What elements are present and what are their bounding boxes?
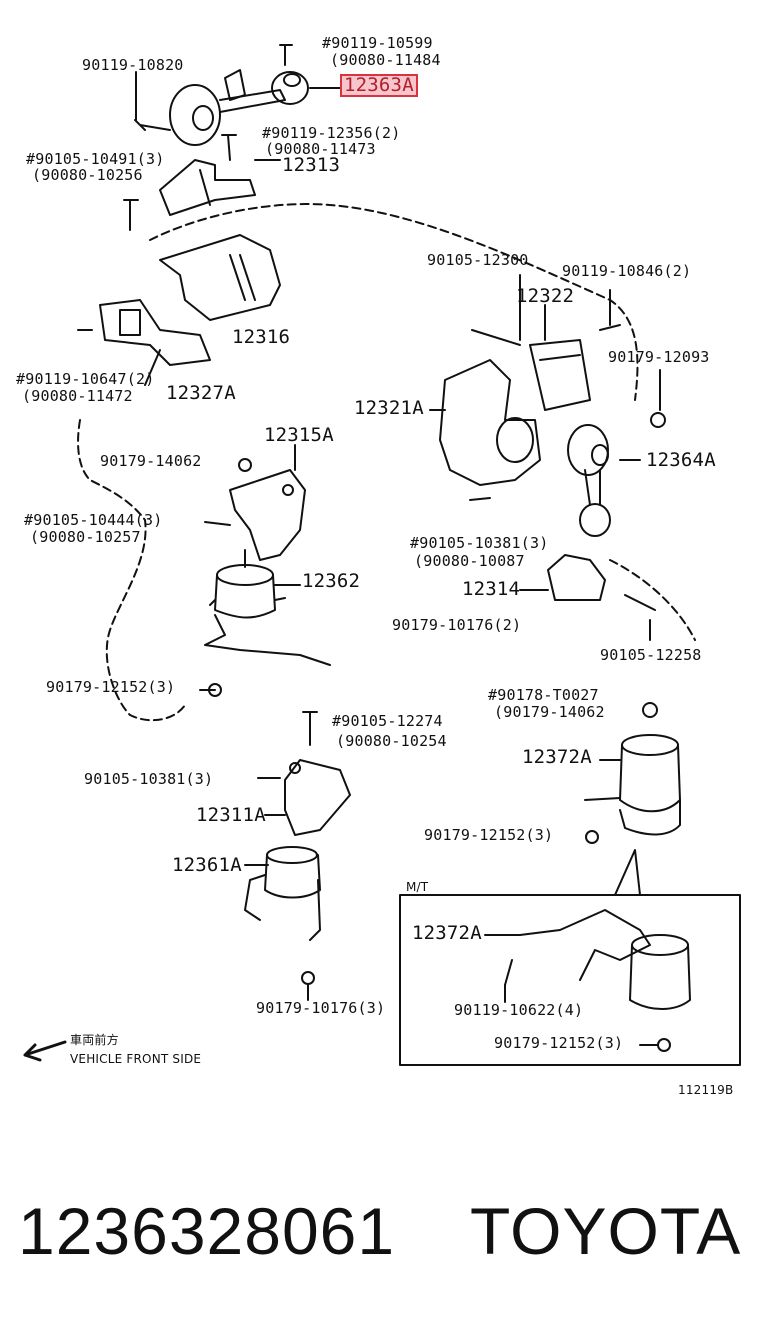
- callout-12314: 12314: [462, 578, 521, 600]
- callout-90179-12093: 90179-12093: [608, 348, 710, 366]
- callout-90080-10254: (90080-10254: [336, 732, 447, 750]
- callout-90119-10622: 90119-10622(4): [454, 1001, 584, 1019]
- part-12321A-bracket: [439, 359, 541, 486]
- callout-90080-10256: (90080-10256: [32, 166, 143, 184]
- vehicle-front-arrow: [23, 1040, 67, 1062]
- callout-90105-10381b: 90105-10381(3): [84, 770, 214, 788]
- inset-pointer: [614, 849, 641, 896]
- callout-12372A-at: 12372A: [522, 746, 592, 768]
- part-12362-mount: [204, 549, 331, 666]
- callout-90179-10176a: 90179-10176(2): [392, 616, 522, 634]
- callout-12311A: 12311A: [196, 804, 266, 826]
- bolt-90119-10820: [134, 119, 171, 131]
- vehicle-front-label-jp: 車両前方: [70, 1033, 119, 1047]
- mt-inset-box: [399, 894, 741, 1066]
- callout-90119-12356: #90119-12356(2): [262, 124, 401, 142]
- callout-90105-12258: 90105-12258: [600, 646, 702, 664]
- callout-12363A-highlighted: 12363A: [340, 74, 418, 97]
- callout-90080-11473a: (90080-11473: [265, 140, 376, 158]
- bolt-90105-12258: [624, 594, 656, 611]
- callout-90119-10647: #90119-10647(2): [16, 370, 155, 388]
- callout-90105-12274: #90105-12274: [332, 712, 443, 730]
- callout-12364A: 12364A: [646, 449, 716, 471]
- callout-90119-10846: 90119-10846(2): [562, 262, 692, 280]
- bolt-90105-10444: [204, 521, 231, 526]
- brand-footer: TOYOTA: [470, 1194, 742, 1268]
- callout-90105-10444: #90105-10444(3): [24, 511, 163, 529]
- callout-90080-10257: (90080-10257: [30, 528, 141, 546]
- callout-12313: 12313: [282, 154, 341, 176]
- bolt-90119-12356: [221, 134, 237, 161]
- callout-90179-12152b: 90179-12152(3): [424, 826, 554, 844]
- callout-90080-10087: (90080-10087: [414, 552, 525, 570]
- part-12372A-mount-at: [584, 734, 681, 836]
- bolt-90119-10599: [279, 44, 293, 66]
- callout-90179-14062a: 90179-14062: [100, 452, 202, 470]
- part-12311A-bracket: [284, 759, 351, 836]
- bolt-90105-12300: [471, 329, 521, 346]
- engine-mount-diagram: [23, 44, 741, 1066]
- engine-outline-lower: [77, 419, 186, 722]
- bolt-90105-12274: [302, 711, 318, 746]
- vehicle-front-label-en: VEHICLE FRONT SIDE: [70, 1052, 202, 1066]
- part-12315A-bracket: [229, 469, 306, 561]
- callout-90119-10820: 90119-10820: [82, 56, 184, 74]
- callout-90178-T0027: #90178-T0027: [488, 686, 599, 704]
- inset-label-mt: M/T: [406, 880, 429, 894]
- engine-outline-right: [609, 559, 696, 641]
- part-12372A-mount-mt: [519, 909, 691, 1010]
- part-number-footer: 1236328061: [18, 1194, 396, 1268]
- part-12322-bracket: [529, 339, 591, 411]
- part-12364A-rod: [567, 424, 611, 537]
- bolt-90105-10491: [123, 199, 139, 231]
- nut-90179-10176b: [301, 971, 315, 985]
- callout-90179-10176b: 90179-10176(3): [256, 999, 386, 1017]
- callout-90105-12300: 90105-12300: [427, 251, 529, 269]
- callout-90179-12152a: 90179-12152(3): [46, 678, 176, 696]
- engine-outline: [149, 203, 639, 401]
- callout-12362: 12362: [302, 570, 361, 592]
- callout-12321A: 12321A: [354, 397, 424, 419]
- bolt-90119-10622: [504, 959, 513, 986]
- callout-90179-12152c: 90179-12152(3): [494, 1034, 624, 1052]
- nut-90179-14062b: [642, 702, 658, 718]
- callout-90105-10381a: #90105-10381(3): [410, 534, 549, 552]
- part-12327A-bracket: [99, 299, 211, 366]
- part-12316-bracket: [159, 234, 281, 321]
- part-12363A-rod: [169, 69, 309, 146]
- callout-12327A: 12327A: [166, 382, 236, 404]
- callout-12372A-mt: 12372A: [412, 922, 482, 944]
- nut-90179-12093: [650, 412, 666, 428]
- callout-12316: 12316: [232, 326, 291, 348]
- callout-90179-14062b: (90179-14062: [494, 703, 605, 721]
- nut-90179-14062a: [238, 458, 252, 472]
- callout-12361A: 12361A: [172, 854, 242, 876]
- part-12361A-mount: [244, 846, 321, 941]
- callout-90080-11472: (90080-11472: [22, 387, 133, 405]
- nut-90179-12152c: [657, 1038, 671, 1052]
- bolt-90119-10846: [599, 324, 621, 331]
- callout-90080-11484: (90080-11484: [330, 51, 441, 69]
- bolt-90105-10381a: [469, 497, 491, 501]
- callout-90119-10599: #90119-10599: [322, 34, 433, 52]
- callout-12322: 12322: [516, 285, 575, 307]
- part-12314-bracket: [547, 554, 606, 601]
- part-12313-bracket: [159, 159, 256, 216]
- nut-90179-12152b: [585, 830, 599, 844]
- callout-90105-10491: #90105-10491(3): [26, 150, 165, 168]
- callout-12315A: 12315A: [264, 424, 334, 446]
- figure-number: 112119B: [678, 1083, 734, 1097]
